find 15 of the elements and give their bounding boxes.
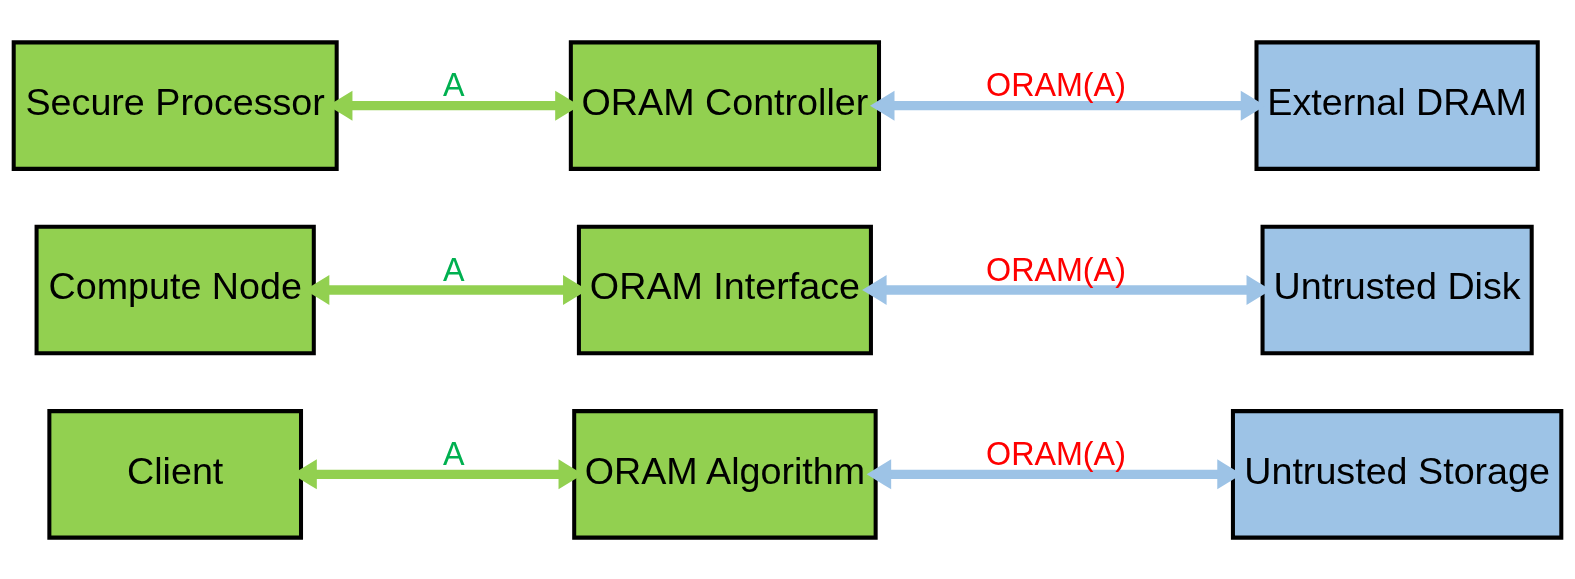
- edge-label: ORAM(A): [986, 435, 1126, 472]
- node-box: Untrusted Disk: [1260, 224, 1534, 355]
- edge-label: A: [442, 251, 465, 288]
- node-box: Client: [47, 408, 304, 540]
- node-box: Untrusted Storage: [1230, 408, 1564, 540]
- node-box: ORAM Algorithm: [572, 408, 878, 540]
- edge-label: A: [442, 66, 465, 103]
- edge-label: ORAM(A): [986, 251, 1126, 288]
- edge-label: ORAM(A): [986, 66, 1126, 103]
- node-box: ORAM Controller: [568, 39, 882, 171]
- node-box: External DRAM: [1254, 39, 1540, 171]
- node-box: Compute Node: [34, 224, 316, 355]
- node-box: Secure Processor: [11, 39, 339, 171]
- node-box: ORAM Interface: [576, 224, 873, 355]
- edge-label: A: [442, 435, 465, 472]
